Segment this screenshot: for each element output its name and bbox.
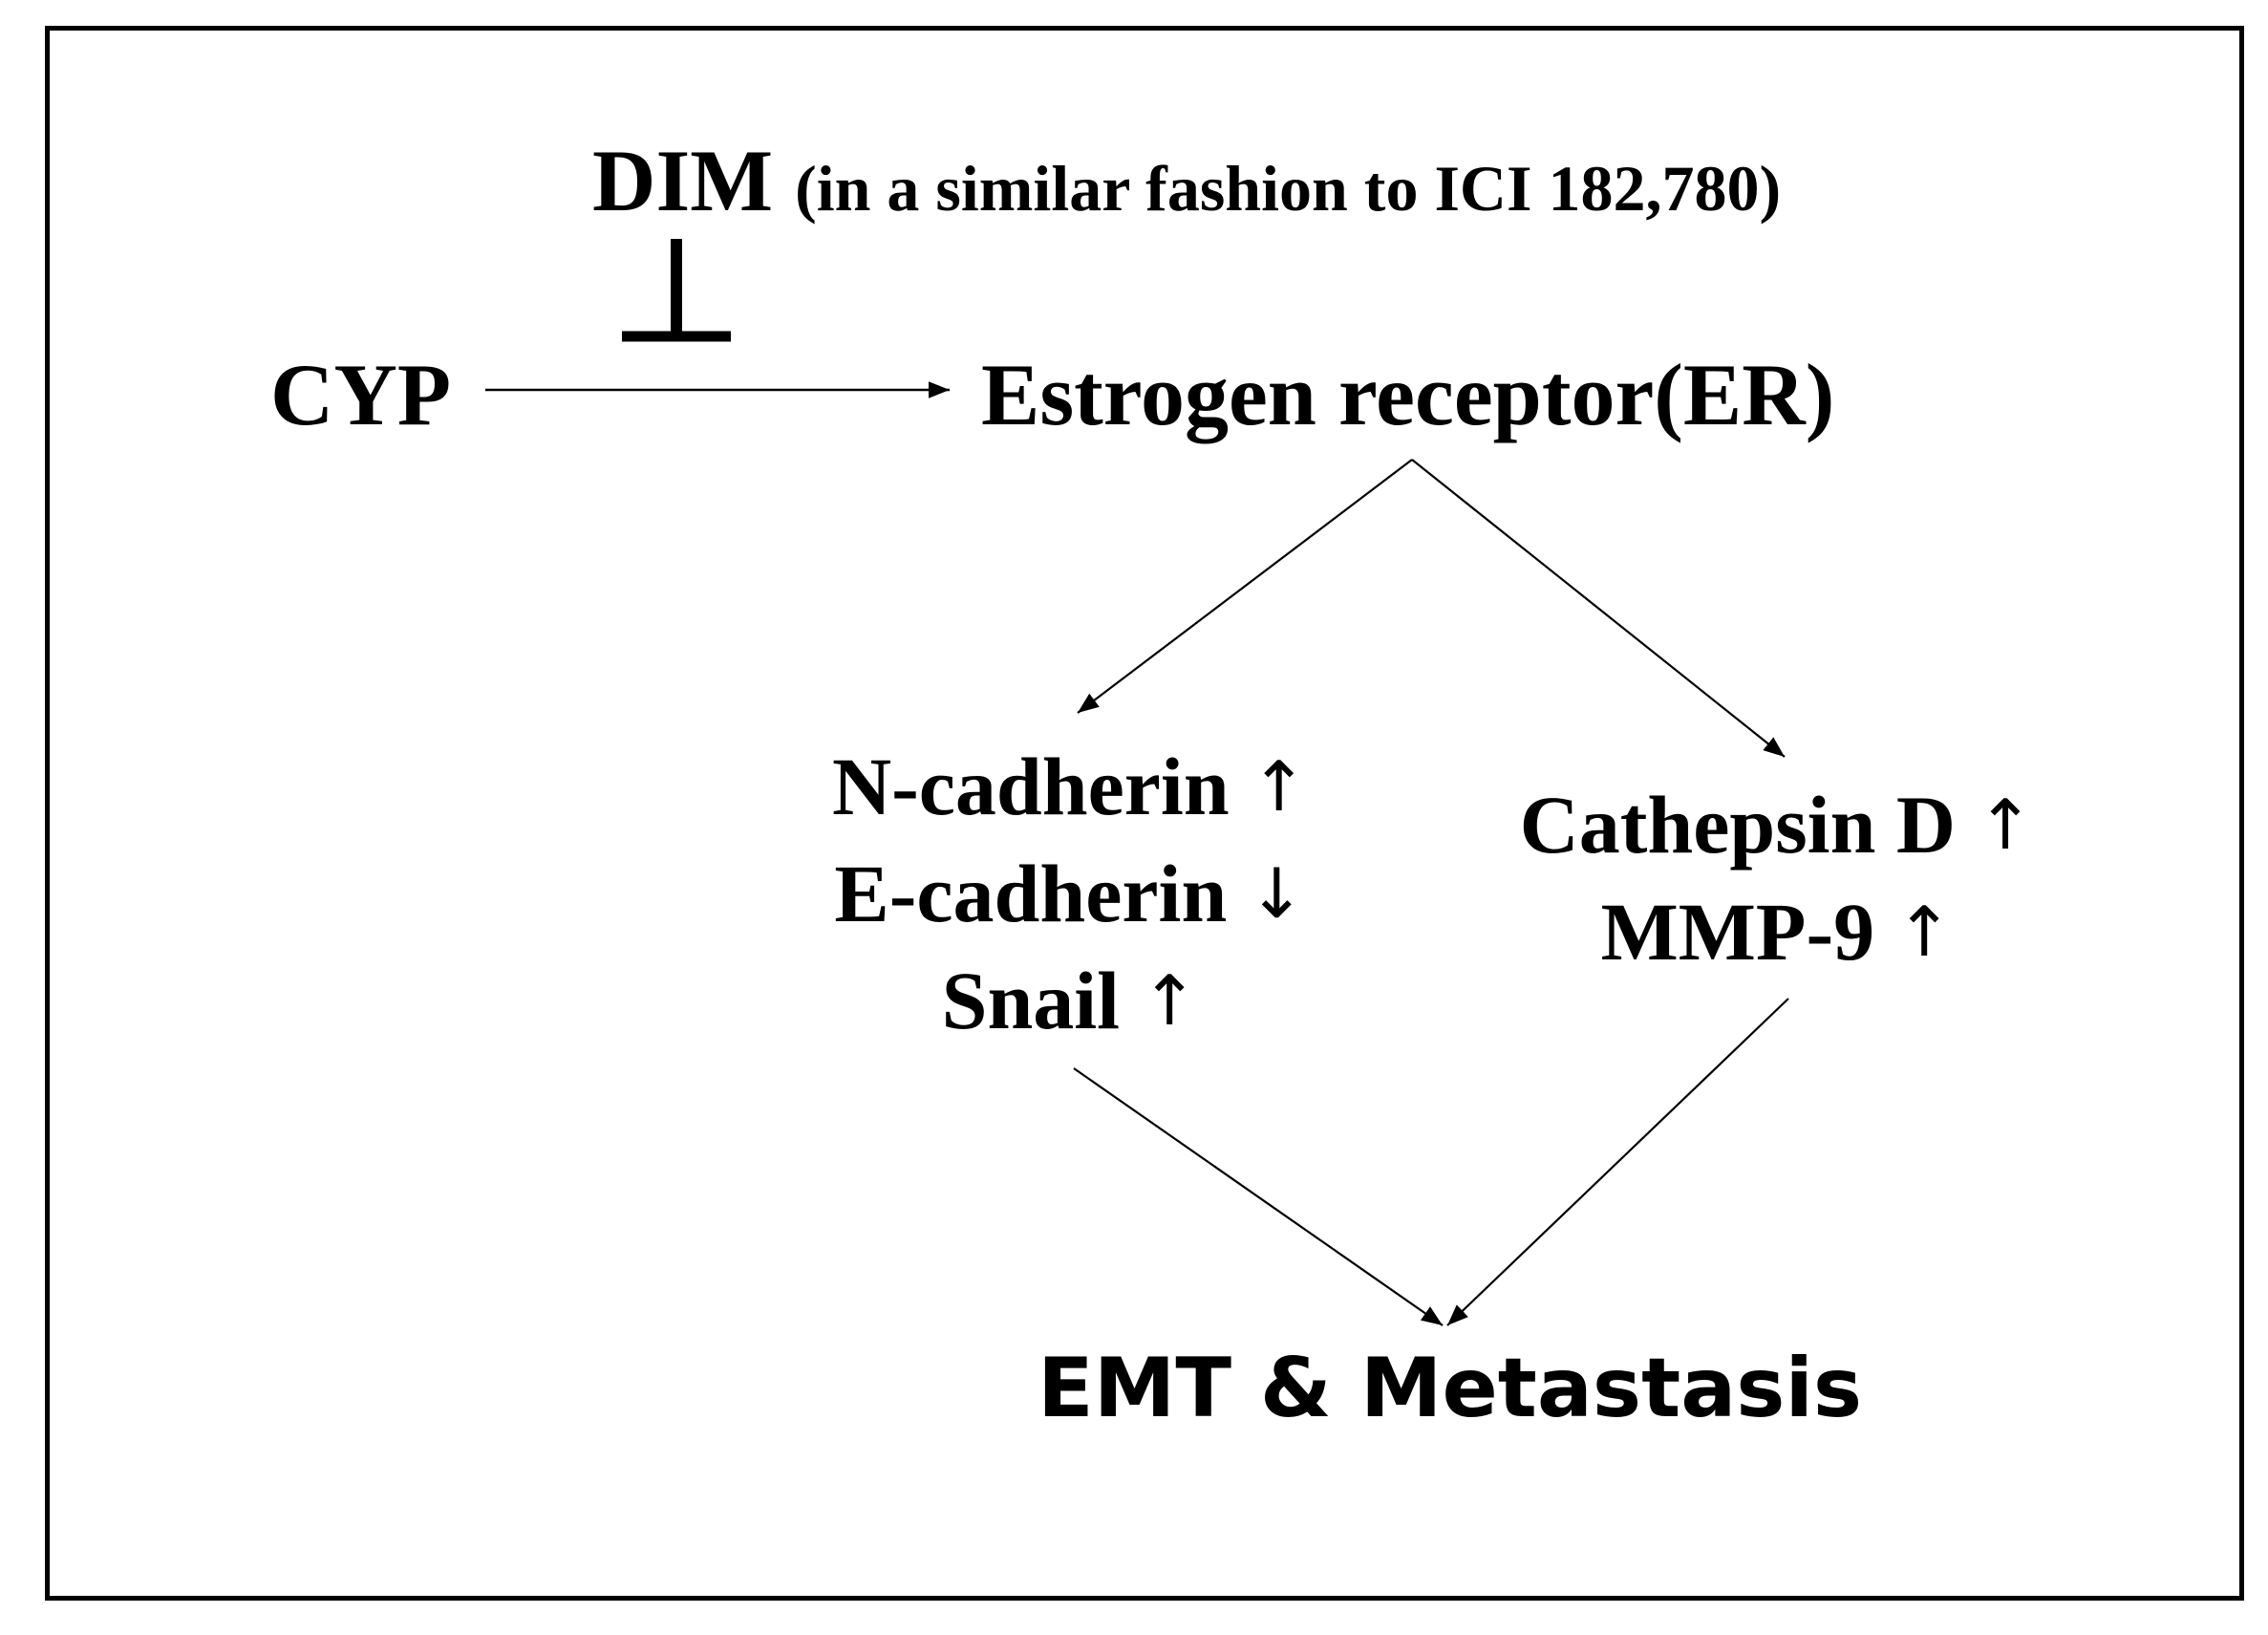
cyp-node: CYP	[270, 346, 452, 443]
inhibitor-note: (in a similar fashion to ICI 182,780)	[795, 152, 1782, 225]
down-arrow-icon: ↓	[1248, 853, 1306, 934]
marker-name: E-cadherin	[834, 848, 1228, 939]
protease-marker-list: Cathepsin D ↑ MMP-9 ↑	[1490, 784, 2064, 973]
er-to-protease-markers-arrow	[1411, 459, 1786, 758]
outcome-node: EMT & Metastasis	[1038, 1341, 1863, 1436]
emt-marker-list: N-cadherin ↑ E-cadherin ↓ Snail ↑	[802, 745, 1337, 1042]
marker-name: Cathepsin D	[1519, 779, 1957, 871]
up-arrow-icon: ↑	[1141, 960, 1199, 1041]
marker-row: Snail ↑	[942, 959, 1199, 1042]
inhibition-symbol	[622, 239, 731, 342]
inhibitor-name: DIM	[592, 132, 774, 229]
marker-row: N-cadherin ↑	[832, 745, 1308, 828]
marker-row: E-cadherin ↓	[834, 852, 1305, 935]
marker-name: N-cadherin	[832, 741, 1230, 832]
marker-row: Cathepsin D ↑	[1520, 784, 2035, 866]
estrogen-receptor-node: Estrogen receptor(ER)	[981, 346, 1835, 443]
marker-row: MMP-9 ↑	[1601, 891, 1954, 973]
inhibitor-label: DIM (in a similar fashion to ICI 182,780…	[592, 137, 1781, 225]
up-arrow-icon: ↑	[1895, 892, 1954, 972]
up-arrow-icon: ↑	[1250, 746, 1308, 827]
emt-markers-to-outcome-arrow	[1073, 1067, 1444, 1326]
er-to-emt-markers-arrow	[1077, 459, 1413, 714]
marker-name: Snail	[941, 955, 1121, 1046]
marker-name: MMP-9	[1600, 886, 1875, 978]
figure-frame	[45, 26, 2244, 1601]
up-arrow-icon: ↑	[1977, 785, 2035, 865]
protease-markers-to-outcome-arrow	[1446, 998, 1789, 1326]
